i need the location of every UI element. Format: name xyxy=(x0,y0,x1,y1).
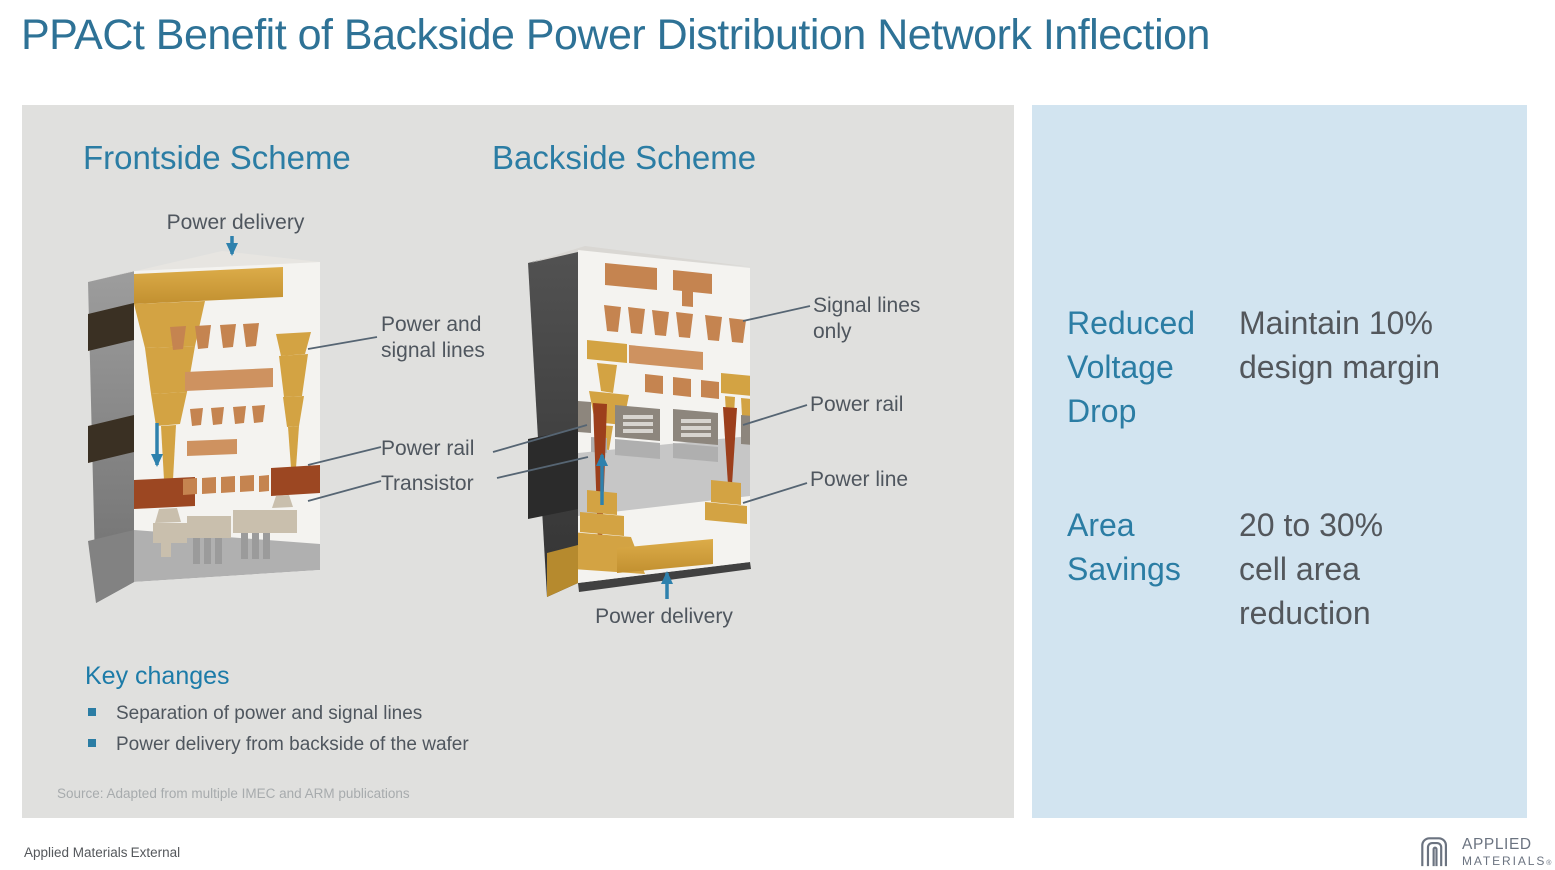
footer-audience: External xyxy=(130,845,181,860)
applied-materials-logo: APPLIED MATERIALS® xyxy=(1418,835,1553,869)
key-changes-text: Power delivery from backside of the wafe… xyxy=(116,734,469,755)
benefit-label: Area Savings xyxy=(1067,507,1181,587)
benefit-value: 20 to 30% cell area reduction xyxy=(1239,507,1384,631)
frontside-chip-diagram xyxy=(88,251,320,603)
benefit-value: Maintain 10% design margin xyxy=(1239,305,1440,385)
benefits-panel: Reduced Voltage Drop Maintain 10% design… xyxy=(1032,105,1527,818)
logo-line-1: APPLIED xyxy=(1462,836,1532,854)
logo-line-2: MATERIALS® xyxy=(1462,853,1554,868)
source-note: Source: Adapted from multiple IMEC and A… xyxy=(57,786,410,801)
benefit-label: Reduced Voltage Drop xyxy=(1067,305,1196,429)
page-title: PPACt Benefit of Backside Power Distribu… xyxy=(21,11,1210,59)
footer-company: Applied Materials xyxy=(24,845,128,860)
label-signal-lines-only: Signal lines only xyxy=(813,294,921,343)
logo-wordmark: APPLIED MATERIALS® xyxy=(1462,837,1553,867)
label-transistor: Transistor xyxy=(381,472,474,495)
key-changes-text: Separation of power and signal lines xyxy=(116,703,423,724)
label-power-line: Power line xyxy=(810,468,909,491)
applied-materials-logo-icon xyxy=(1421,837,1448,867)
key-changes-heading: Key changes xyxy=(85,662,230,690)
label-power-rail-front: Power rail xyxy=(381,437,475,460)
key-changes-item: Power delivery from backside of the wafe… xyxy=(85,733,469,757)
label-power-and-signal-lines: Power and signal lines xyxy=(381,313,485,362)
key-changes-item: Separation of power and signal lines xyxy=(85,702,422,726)
label-power-rail-back: Power rail xyxy=(810,393,904,416)
label-power-delivery-back: Power delivery xyxy=(595,605,733,628)
bullet-square-icon xyxy=(88,739,96,747)
backside-heading: Backside Scheme xyxy=(492,139,757,176)
bullet-square-icon xyxy=(88,708,96,716)
frontside-layers xyxy=(134,267,320,582)
backside-chip-diagram xyxy=(528,246,752,597)
registered-mark: ® xyxy=(1546,859,1554,867)
label-power-delivery-front: Power delivery xyxy=(166,211,305,234)
frontside-heading: Frontside Scheme xyxy=(83,139,351,176)
diagram-panel: Frontside Scheme Backside Scheme xyxy=(22,105,1014,818)
